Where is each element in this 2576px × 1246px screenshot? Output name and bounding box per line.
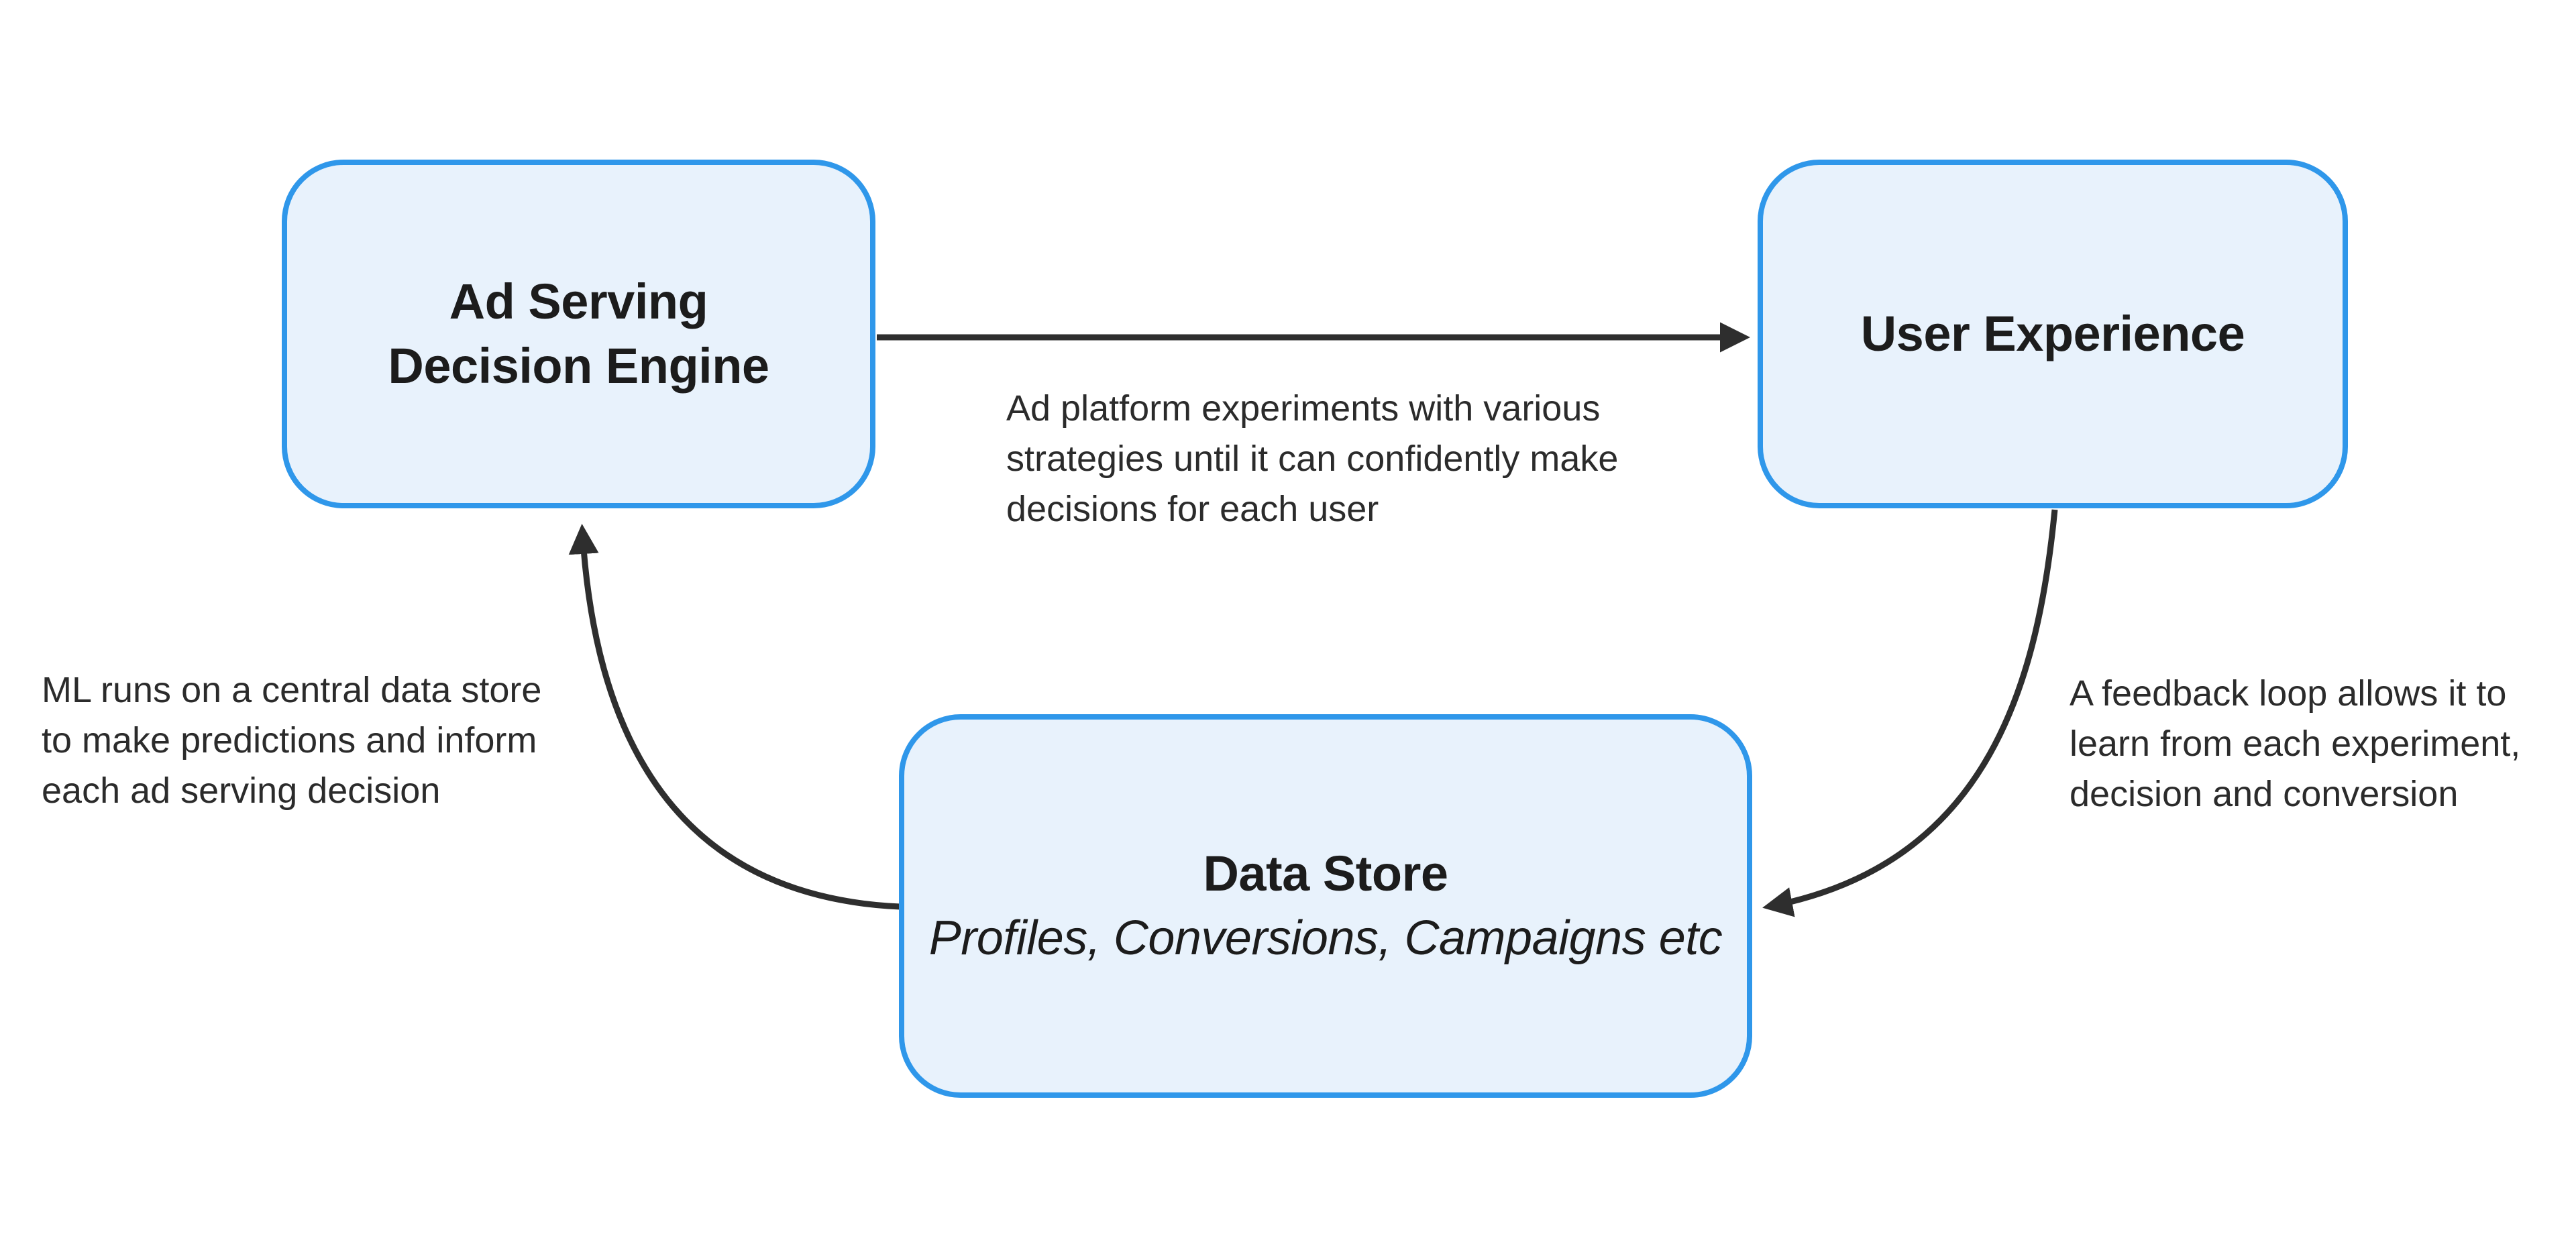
node-data-store: Data Store Profiles, Conversions, Campai… xyxy=(899,714,1752,1098)
node-title: Ad Serving Decision Engine xyxy=(388,270,769,398)
annotation-line: strategies until it can confidently make xyxy=(1006,439,1619,479)
node-ad-serving-decision-engine: Ad Serving Decision Engine xyxy=(282,160,875,508)
annotation-left-feedback: ML runs on a central data store to make … xyxy=(42,665,541,816)
annotation-line: decision and conversion xyxy=(2070,774,2459,814)
annotation-line: each ad serving decision xyxy=(42,771,441,811)
node-title-line: User Experience xyxy=(1860,306,2245,361)
node-subtitle: Profiles, Conversions, Campaigns etc xyxy=(928,911,1723,965)
annotation-line: to make predictions and inform xyxy=(42,720,537,760)
annotation-top-arrow: Ad platform experiments with various str… xyxy=(1006,384,1618,534)
node-title-line: Decision Engine xyxy=(388,338,769,394)
annotation-line: learn from each experiment, xyxy=(2070,724,2521,764)
node-title-line: Ad Serving xyxy=(449,274,708,329)
arrow-user-experience-to-data-store xyxy=(1762,509,2058,917)
annotation-right-feedback: A feedback loop allows it to learn from … xyxy=(2070,669,2520,819)
annotation-line: ML runs on a central data store xyxy=(42,670,542,710)
node-title: Data Store xyxy=(1203,846,1448,901)
annotation-line: decisions for each user xyxy=(1006,489,1379,529)
node-user-experience: User Experience xyxy=(1758,160,2348,508)
node-title: User Experience xyxy=(1861,302,2245,366)
arrow-data-store-to-engine xyxy=(568,524,901,910)
annotation-line: Ad platform experiments with various xyxy=(1006,388,1601,429)
annotation-line: A feedback loop allows it to xyxy=(2070,673,2507,714)
